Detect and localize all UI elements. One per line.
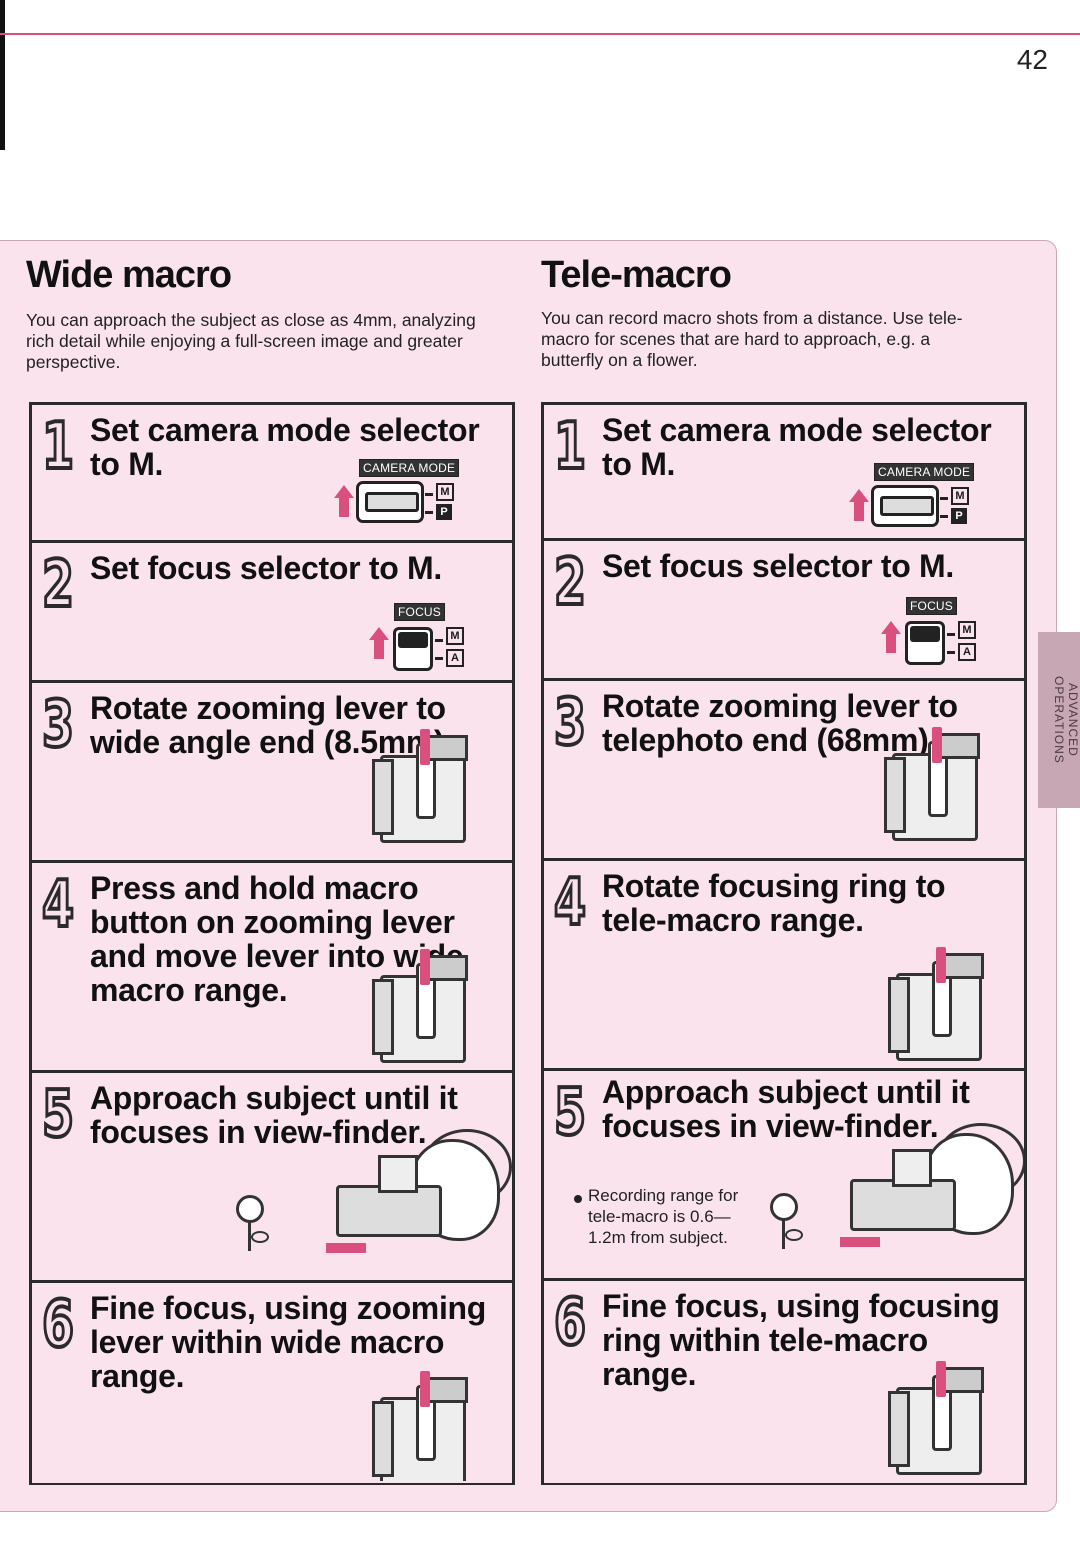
camera-mode-selector-icon bbox=[871, 485, 939, 527]
step-text: Rotate focusing ring to tele-macro range… bbox=[602, 868, 946, 938]
m-mode-icon: M bbox=[446, 627, 464, 645]
wide-macro-steps: 1 Set camera mode selector to M. CAMERA … bbox=[29, 402, 515, 1485]
step-number: 4 bbox=[41, 868, 76, 942]
step-number: 1 bbox=[553, 410, 588, 484]
step-text: Set focus selector to M. bbox=[602, 548, 954, 584]
page-number: 42 bbox=[1016, 44, 1048, 75]
step-text: Set focus selector to M. bbox=[90, 550, 442, 586]
camcorder-focusing-ring-icon bbox=[888, 947, 984, 1061]
tele-macro-title: Tele-macro bbox=[541, 254, 732, 296]
step-number: 2 bbox=[41, 548, 76, 622]
step-text: Set camera mode selector to M. bbox=[602, 412, 992, 482]
step-text: Approach subject until it focuses in vie… bbox=[90, 1080, 458, 1150]
step-number: 1 bbox=[41, 410, 76, 484]
m-mode-icon: M bbox=[951, 487, 969, 505]
tele-step-5: 5 Approach subject until it focuses in v… bbox=[544, 1071, 1024, 1281]
side-tab-label: ADVANCED OPERATIONS bbox=[1052, 676, 1080, 764]
step-number: 4 bbox=[553, 866, 588, 940]
step-text: Press and hold macro button on zooming l… bbox=[90, 870, 464, 1008]
step-number: 5 bbox=[553, 1076, 588, 1150]
dash-icon bbox=[425, 511, 433, 514]
dash-icon bbox=[435, 657, 443, 660]
step-number: 5 bbox=[41, 1078, 76, 1152]
recording-range-note: Recording range for tele-macro is 0.6—1.… bbox=[588, 1186, 739, 1247]
camcorder-focusing-ring-icon bbox=[888, 1361, 984, 1475]
up-arrow-icon bbox=[369, 627, 389, 659]
step-number: 6 bbox=[41, 1288, 76, 1362]
camera-mode-label: CAMERA MODE bbox=[874, 463, 975, 481]
focus-label: FOCUS bbox=[906, 597, 957, 615]
wide-macro-title: Wide macro bbox=[26, 254, 232, 296]
dash-icon bbox=[435, 639, 443, 642]
person-with-camcorder-icon bbox=[326, 1129, 512, 1259]
a-mode-icon: A bbox=[958, 643, 976, 661]
step-text: Fine focus, using focusing ring within t… bbox=[602, 1288, 1000, 1392]
step-number: 6 bbox=[553, 1286, 588, 1360]
tele-step-3: 3 Rotate zooming lever to telephoto end … bbox=[544, 681, 1024, 861]
bullet-icon bbox=[574, 1195, 582, 1203]
dash-icon bbox=[425, 493, 433, 496]
wide-step-1: 1 Set camera mode selector to M. CAMERA … bbox=[32, 405, 512, 543]
p-mode-icon: P bbox=[436, 504, 452, 520]
dash-icon bbox=[940, 497, 948, 500]
step-text: Set camera mode selector to M. bbox=[90, 412, 480, 482]
side-tab[interactable] bbox=[1038, 632, 1080, 808]
wide-step-6: 6 Fine focus, using zooming lever within… bbox=[32, 1283, 512, 1481]
dash-icon bbox=[940, 515, 948, 518]
p-mode-icon: P bbox=[951, 508, 967, 524]
tele-step-6: 6 Fine focus, using focusing ring within… bbox=[544, 1281, 1024, 1479]
step-text: Rotate zooming lever to wide angle end (… bbox=[90, 690, 453, 760]
step-text: Rotate zooming lever to telephoto end (6… bbox=[602, 688, 958, 758]
step-number: 2 bbox=[553, 546, 588, 620]
step-number: 3 bbox=[553, 686, 588, 760]
tele-macro-steps: 1 Set camera mode selector to M. CAMERA … bbox=[541, 402, 1027, 1485]
camera-mode-selector-icon bbox=[356, 481, 424, 523]
camera-mode-label: CAMERA MODE bbox=[359, 459, 460, 477]
dash-icon bbox=[947, 633, 955, 636]
focus-selector-icon bbox=[905, 621, 945, 665]
up-arrow-icon bbox=[849, 489, 869, 521]
page-edge bbox=[0, 0, 5, 150]
person-with-camcorder-icon bbox=[840, 1123, 1024, 1253]
step-number: 3 bbox=[41, 688, 76, 762]
tele-step-2: 2 Set focus selector to M. FOCUS M A bbox=[544, 541, 1024, 681]
focus-selector-icon bbox=[393, 627, 433, 671]
up-arrow-icon bbox=[334, 485, 354, 517]
wide-macro-intro: You can approach the subject as close as… bbox=[26, 310, 476, 372]
tele-macro-intro: You can record macro shots from a distan… bbox=[541, 308, 963, 370]
camcorder-zoom-lever-icon bbox=[372, 729, 468, 843]
flower-icon bbox=[232, 1187, 269, 1251]
wide-step-3: 3 Rotate zooming lever to wide angle end… bbox=[32, 683, 512, 863]
up-arrow-icon bbox=[881, 621, 901, 653]
dash-icon bbox=[947, 651, 955, 654]
camcorder-macro-button-icon bbox=[372, 949, 468, 1063]
focus-label: FOCUS bbox=[394, 603, 445, 621]
m-mode-icon: M bbox=[958, 621, 976, 639]
flower-icon bbox=[766, 1185, 803, 1249]
step-text: Approach subject until it focuses in vie… bbox=[602, 1074, 970, 1144]
wide-step-2: 2 Set focus selector to M. FOCUS M A bbox=[32, 543, 512, 683]
tele-step-4: 4 Rotate focusing ring to tele-macro ran… bbox=[544, 861, 1024, 1071]
camcorder-zoom-lever-icon bbox=[372, 1371, 468, 1481]
camcorder-zoom-lever-icon bbox=[884, 727, 980, 841]
step-text: Fine focus, using zooming lever within w… bbox=[90, 1290, 487, 1394]
a-mode-icon: A bbox=[446, 649, 464, 667]
wide-step-4: 4 Press and hold macro button on zooming… bbox=[32, 863, 512, 1073]
tele-step-1: 1 Set camera mode selector to M. CAMERA … bbox=[544, 405, 1024, 541]
wide-step-5: 5 Approach subject until it focuses in v… bbox=[32, 1073, 512, 1283]
top-rule bbox=[0, 33, 1080, 35]
m-mode-icon: M bbox=[436, 483, 454, 501]
